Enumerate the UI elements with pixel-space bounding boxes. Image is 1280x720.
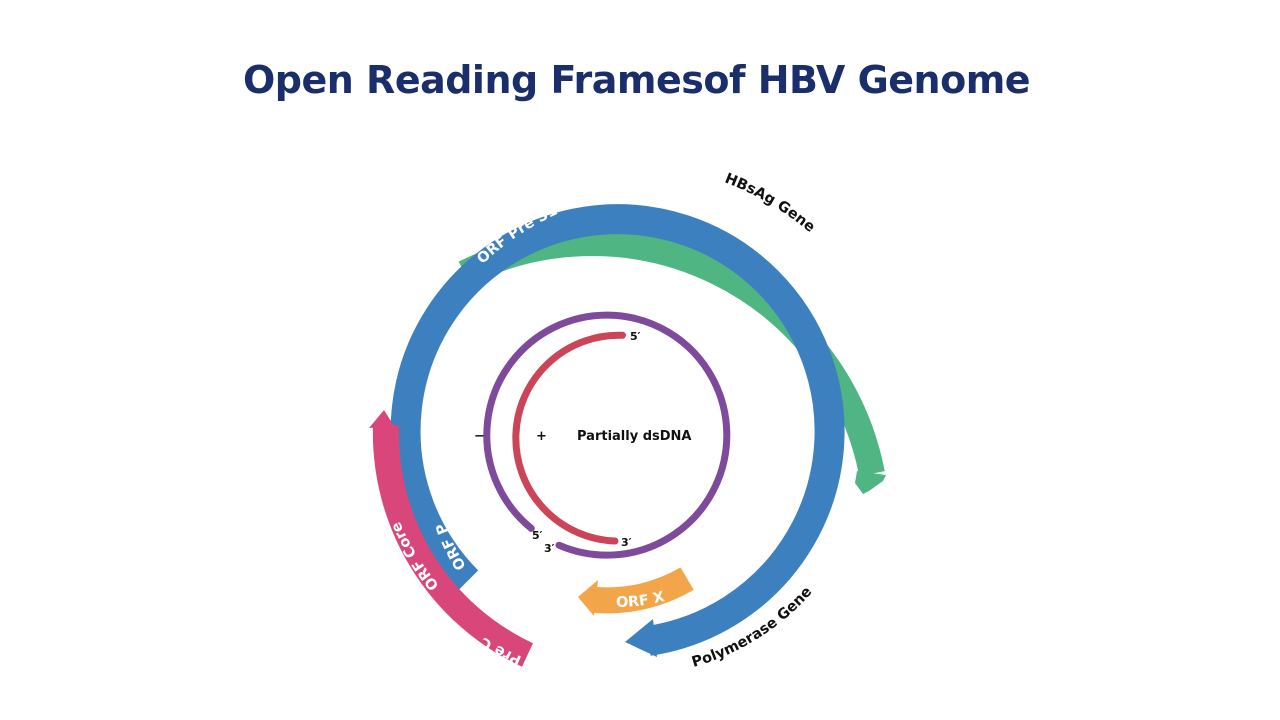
orange-arrowhead — [578, 580, 598, 616]
green-arrowhead — [855, 471, 886, 494]
minus-strand-circle — [483, 311, 731, 559]
blue-arrowhead — [625, 619, 657, 657]
blue-arc-band — [390, 204, 845, 656]
orf-p-arc — [390, 204, 845, 657]
orf-core-arc — [369, 410, 534, 667]
plus-strand-3prime-label: 3′ — [621, 536, 632, 549]
minus-strand-3prime-label: 3′ — [544, 542, 555, 555]
minus-strand-5prime-label: 5′ — [532, 529, 543, 542]
orf-x-arc — [578, 567, 694, 616]
plus-strand-5prime-label: 5′ — [630, 330, 641, 343]
pink-arc-band — [372, 424, 534, 667]
partially-dsdna-label: Partially dsDNA — [577, 429, 692, 444]
plus-strand-arc — [512, 331, 626, 545]
minus-strand-label: − — [474, 429, 485, 444]
orange-arc-band — [593, 567, 694, 614]
pink-arrowhead — [369, 410, 406, 428]
hbsag-gene-label: HBsAg Gene — [723, 171, 818, 236]
page-title: Open Reading Framesof HBV Genome — [243, 58, 1031, 102]
orf-pre-s2-label: ORF Pre S2 — [595, 189, 690, 210]
plus-strand-label: + — [536, 429, 547, 444]
